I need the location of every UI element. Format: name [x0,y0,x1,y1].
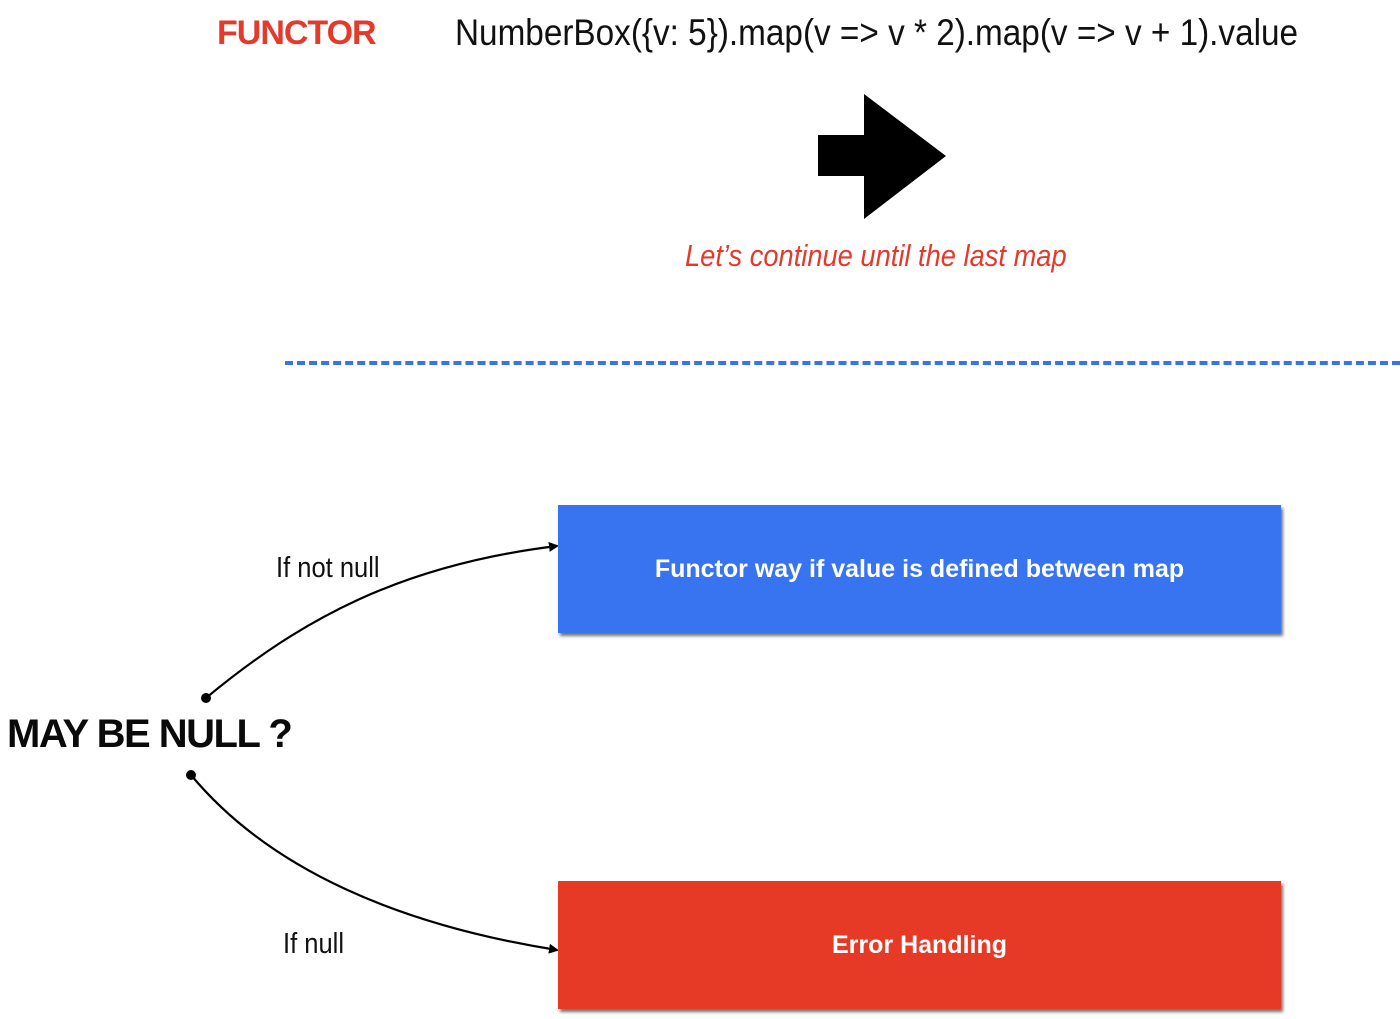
not-null-connector [205,541,559,699]
section-divider [285,361,1400,365]
may-be-null-question: MAY BE NULL ? [7,712,293,756]
null-connector-start [186,770,196,780]
not-null-connector-start [201,693,211,703]
continue-note: Let’s continue until the last map [685,238,1067,273]
code-expression: NumberBox({v: 5}).map(v => v * 2).map(v … [455,12,1299,53]
if-null-label: If null [283,928,345,960]
functor-way-text: Functor way if value is defined between … [654,554,1185,583]
null-connector [190,774,559,954]
error-handling-text: Error Handling [831,930,1007,959]
right-arrow-icon [818,94,946,219]
functor-way-box: Functor way if value is defined between … [558,505,1281,633]
if-not-null-label: If not null [276,552,380,584]
error-handling-box: Error Handling [558,881,1281,1009]
functor-title: FUNCTOR [217,14,377,52]
